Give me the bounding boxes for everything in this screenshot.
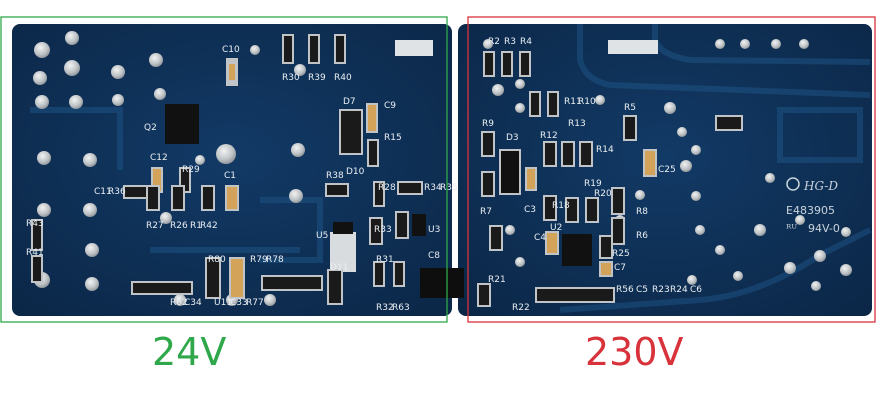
silk-r77: R77 — [246, 298, 264, 308]
silk-d7: D7 — [343, 97, 356, 107]
silk-r39: R39 — [308, 73, 326, 83]
silk-c10: C10 — [222, 45, 240, 55]
silk-r33: R33 — [374, 225, 392, 235]
silk-u3: U3 — [428, 225, 440, 235]
silk-c3: C3 — [524, 205, 536, 215]
smd-components-left — [31, 34, 464, 305]
silk-c6: C6 — [690, 285, 702, 295]
silk-c11: C11 — [94, 187, 112, 197]
silk-r25: R25 — [612, 249, 630, 259]
cert-94v0: 94V-0 — [808, 222, 840, 235]
silk-c34: C34 — [184, 298, 202, 308]
silk-c5: C5 — [636, 285, 648, 295]
silk-c25: C25 — [658, 165, 676, 175]
silk-r34: R34 — [424, 183, 442, 193]
ul-mark-icon: ᴿᵁ — [786, 222, 797, 235]
silk-r29: R29 — [182, 165, 200, 175]
silk-r28: R28 — [378, 183, 396, 193]
silk-r40: R40 — [334, 73, 352, 83]
silk-r41: R41 — [26, 248, 44, 258]
silk-r11: R11 — [564, 97, 582, 107]
certification-marks: HG-D E483905 ᴿᵁ 94V-0 — [786, 177, 840, 235]
silk-c33: C33 — [230, 298, 248, 308]
silk-r30: R30 — [282, 73, 300, 83]
through-hole-pads-left — [33, 31, 306, 306]
silk-c8: C8 — [428, 251, 440, 261]
silk-r4: R4 — [520, 37, 532, 47]
silk-c4: C4 — [534, 233, 546, 243]
silk-r1: R1 — [190, 221, 202, 231]
zone-label-230v: 230V — [585, 330, 684, 374]
silk-c1: C1 — [224, 171, 236, 181]
silk-r63: R63 — [392, 303, 410, 313]
silk-r24: R24 — [670, 285, 688, 295]
silk-r78: R78 — [266, 255, 284, 265]
silk-r32: R32 — [376, 303, 394, 313]
silk-r22: R22 — [512, 303, 530, 313]
silk-r38: R38 — [326, 171, 344, 181]
silk-d10: D10 — [346, 167, 365, 177]
silk-r27: R27 — [146, 221, 164, 231]
zone-label-24v: 24V — [152, 330, 227, 374]
silk-d11: D11 — [330, 263, 348, 273]
silk-r79: R79 — [250, 255, 268, 265]
silk-r43: R43 — [26, 219, 44, 229]
silk-u5: U5 — [316, 231, 328, 241]
silk-r7: R7 — [480, 207, 492, 217]
silk-r18: R18 — [552, 201, 570, 211]
silk-u2: U2 — [550, 223, 562, 233]
silk-r2: R2 — [488, 37, 500, 47]
silk-r36: R36 — [108, 187, 126, 197]
silk-r5: R5 — [624, 103, 636, 113]
silk-r19: R19 — [584, 179, 602, 189]
silk-c7: C7 — [614, 263, 626, 273]
silk-d3: D3 — [506, 133, 519, 143]
pcb-board-right — [458, 24, 872, 316]
silk-r14: R14 — [596, 145, 614, 155]
silk-r62: R62 — [170, 298, 188, 308]
silk-r80: R80 — [208, 255, 226, 265]
silk-u11: U11 — [214, 298, 232, 308]
silkscreen-text: C10 R30 R39 R40 D7 C9 R15 Q2 C12 R29 C11… — [26, 37, 702, 313]
silk-r9: R9 — [482, 119, 494, 129]
cert-hg-d: HG-D — [803, 179, 838, 193]
silk-r12: R12 — [540, 131, 558, 141]
zone-box-24v — [0, 16, 448, 323]
through-hole-pads-right — [483, 39, 852, 291]
silk-c12: C12 — [150, 153, 168, 163]
silk-r21: R21 — [488, 275, 506, 285]
silk-r42: R42 — [200, 221, 218, 231]
silk-r20: R20 — [594, 189, 612, 199]
silk-q2: Q2 — [144, 123, 157, 133]
smd-components-right — [477, 40, 743, 307]
silk-r6: R6 — [636, 231, 648, 241]
silk-r56: R56 — [616, 285, 634, 295]
manufacturer-logo-icon — [786, 177, 800, 191]
silk-c9: C9 — [384, 101, 396, 111]
cert-e483905: E483905 — [786, 204, 835, 217]
silk-r8: R8 — [636, 207, 648, 217]
zone-box-230v — [467, 16, 876, 323]
silk-r23: R23 — [652, 285, 670, 295]
silk-r13: R13 — [568, 119, 586, 129]
silk-r15: R15 — [384, 133, 402, 143]
silk-r3: R3 — [504, 37, 516, 47]
silk-r35: R35 — [440, 183, 458, 193]
silk-r10: R10 — [578, 97, 596, 107]
silk-r26: R26 — [170, 221, 188, 231]
silk-r31: R31 — [376, 255, 394, 265]
